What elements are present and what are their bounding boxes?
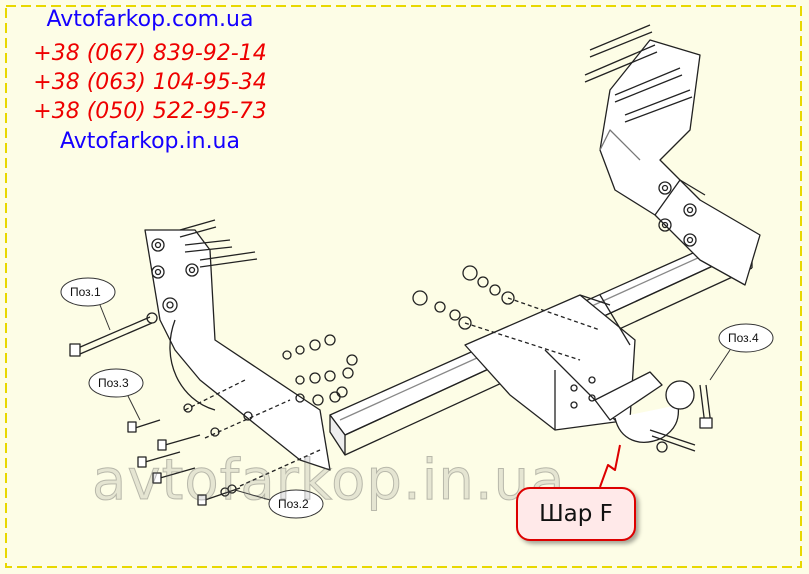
fasteners [69, 265, 713, 506]
ball-type-callout: Шар F [516, 487, 636, 541]
phone-number-3: +38 (050) 522-95-73 [33, 99, 267, 124]
phone-number-2: +38 (063) 104-95-34 [33, 70, 267, 95]
label-leaders [60, 277, 774, 519]
label-pos3: Поз.3 [98, 376, 129, 390]
label-pos2: Поз.2 [278, 497, 309, 511]
site-link-in-ua[interactable]: Avtofarkop.in.ua [60, 129, 240, 154]
ball-type-text: Шар F [539, 501, 613, 527]
callout-pointer [599, 444, 621, 488]
left-bracket [144, 219, 331, 471]
site-link-com-ua[interactable]: Avtofarkop.com.ua [46, 7, 254, 32]
watermark-text: avtofarkop.in.ua [91, 448, 566, 514]
phone-number-1: +38 (067) 839-92-14 [33, 41, 267, 66]
label-pos4: Поз.4 [728, 331, 759, 345]
tow-ball [594, 371, 696, 453]
label-pos1: Поз.1 [70, 285, 101, 299]
right-bracket [584, 24, 761, 286]
